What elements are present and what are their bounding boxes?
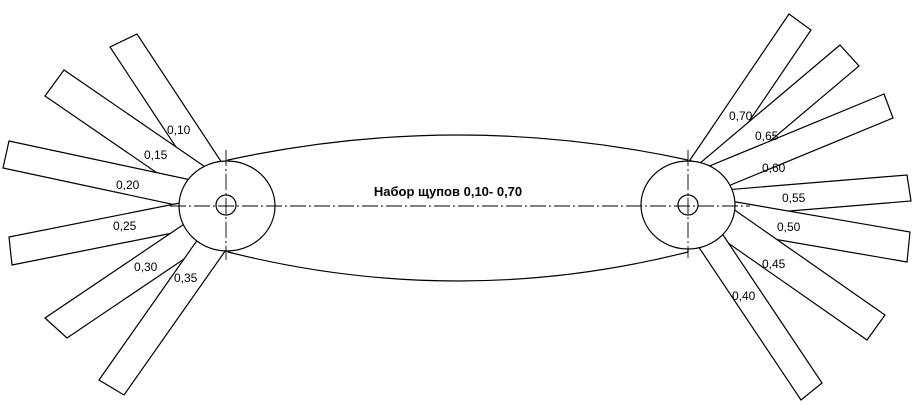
label-0-55: 0,55 [782,191,806,205]
label-0-60: 0,60 [762,161,786,175]
label-0-20: 0,20 [116,178,140,192]
drawing-title: Набор щупов 0,10- 0,70 [374,184,522,199]
label-0-70: 0,70 [729,109,753,123]
label-0-15: 0,15 [144,148,168,162]
label-0-35: 0,35 [174,271,198,285]
label-0-30: 0,30 [134,260,158,274]
label-0-45: 0,45 [762,257,786,271]
label-0-65: 0,65 [755,129,779,143]
left-blade-group [2,33,236,396]
right-blade-group [685,13,912,401]
label-0-50: 0,50 [777,220,801,234]
label-0-40: 0,40 [732,289,756,303]
label-0-25: 0,25 [113,219,137,233]
label-0-10: 0,10 [167,123,191,137]
holder-body [227,134,689,282]
